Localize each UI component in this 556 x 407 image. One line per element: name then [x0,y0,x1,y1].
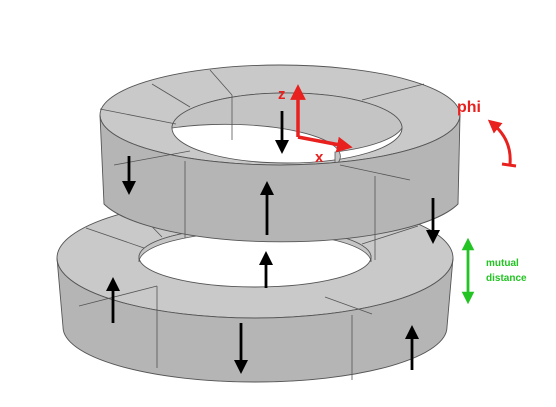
z-axis-label: z [278,86,286,103]
lower-ring-outer-wall [56,257,454,383]
coordinate-axes: z x [278,84,353,166]
upper-ring-segment-lines [99,69,425,260]
phi-rotation-arrow-icon [487,119,512,165]
distance-label-line1: mutual [486,258,519,269]
x-axis-arrow-icon [297,135,353,153]
mutual-distance-indicator: mutual distance [461,237,527,305]
phi-rotation-indicator: phi [457,99,517,168]
magnetization-arrows [106,111,440,374]
x-axis-label: x [315,149,324,166]
phi-label: phi [457,99,481,116]
upper-ring-outer-wall [99,114,461,243]
phi-rotation-stop-tick [501,162,517,168]
distance-label-line2: distance [486,273,527,284]
